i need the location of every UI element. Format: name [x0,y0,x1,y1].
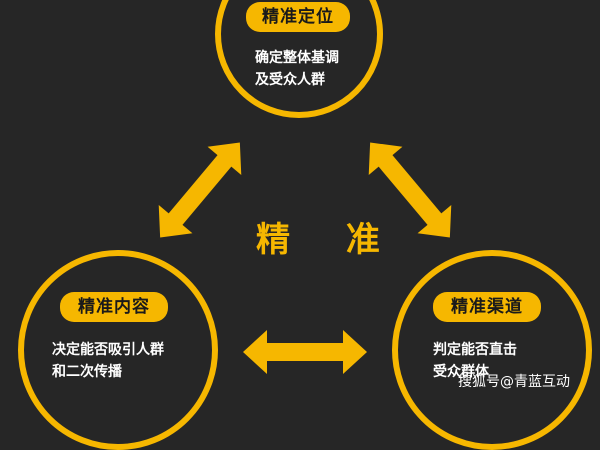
center-label: 精 准 [256,220,402,260]
node-content-title: 精准内容 [60,292,168,322]
arrow-top-left [158,142,242,238]
diagram: 精 准 精准定位 确定整体基调 及受众人群 精准内容 决定能否吸引人群 和二次传… [18,0,592,450]
node-channel-desc-line-1: 判定能否直击 [433,342,517,358]
node-content-desc-line-1: 决定能否吸引人群 [52,342,164,358]
arrow-top-right [368,142,452,238]
node-content-desc-line-2: 和二次传播 [52,364,122,380]
node-positioning-desc-line-1: 确定整体基调 [255,50,339,66]
arrow-bottom [243,330,367,374]
node-positioning-desc-line-2: 及受众人群 [255,72,325,88]
node-channel-title: 精准渠道 [433,292,541,322]
connector-arrows [158,142,452,374]
watermark: 搜狐号@青蓝互动 [458,374,570,390]
node-positioning-title: 精准定位 [246,2,350,32]
node-channel-desc-line-2: 受众群体 [433,364,489,380]
